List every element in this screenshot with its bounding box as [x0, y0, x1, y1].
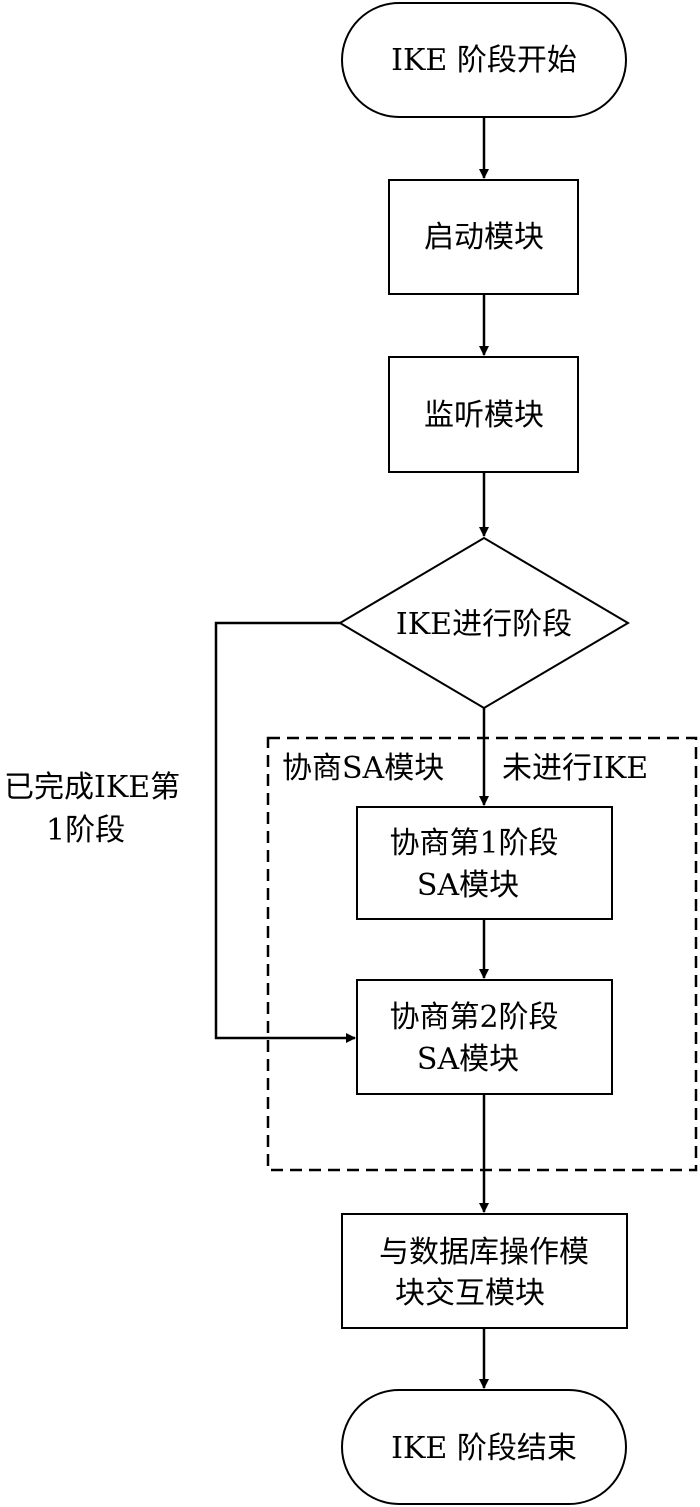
launch-module-box: [388, 179, 579, 295]
arrow-decision-to-phase2-bypass: [214, 621, 356, 1043]
phase1-sa-label-line1: 协商第1阶段: [389, 826, 558, 861]
phase2-sa-box: [356, 979, 613, 1095]
negotiate-sa-group-box: [266, 736, 698, 1172]
decision-label: IKE进行阶段: [396, 607, 572, 642]
launch-module-label: 启动模块: [424, 220, 544, 255]
phase1-sa-label-line2: SA模块: [417, 868, 519, 903]
phase2-sa-label-line1: 协商第2阶段: [389, 1000, 558, 1035]
negotiate-sa-group-label: 协商SA模块: [282, 751, 444, 786]
listen-module-label: 监听模块: [424, 398, 544, 433]
db-interaction-label-line2: 块交互模块: [395, 1276, 545, 1311]
phase1-sa-box: [356, 806, 613, 920]
db-interaction-box: [341, 1213, 628, 1329]
phase1-done-edge-label-line1: 已完成IKE第: [4, 770, 180, 805]
end-terminator: [341, 1389, 627, 1505]
end-label: IKE 阶段结束: [391, 1431, 577, 1466]
phase1-done-edge-label-line2: 1阶段: [46, 813, 125, 848]
phase2-sa-label-line2: SA模块: [417, 1042, 519, 1077]
db-interaction-label-line1: 与数据库操作模: [379, 1235, 589, 1270]
not-started-edge-label: 未进行IKE: [502, 751, 648, 786]
start-label: IKE 阶段开始: [391, 43, 577, 78]
